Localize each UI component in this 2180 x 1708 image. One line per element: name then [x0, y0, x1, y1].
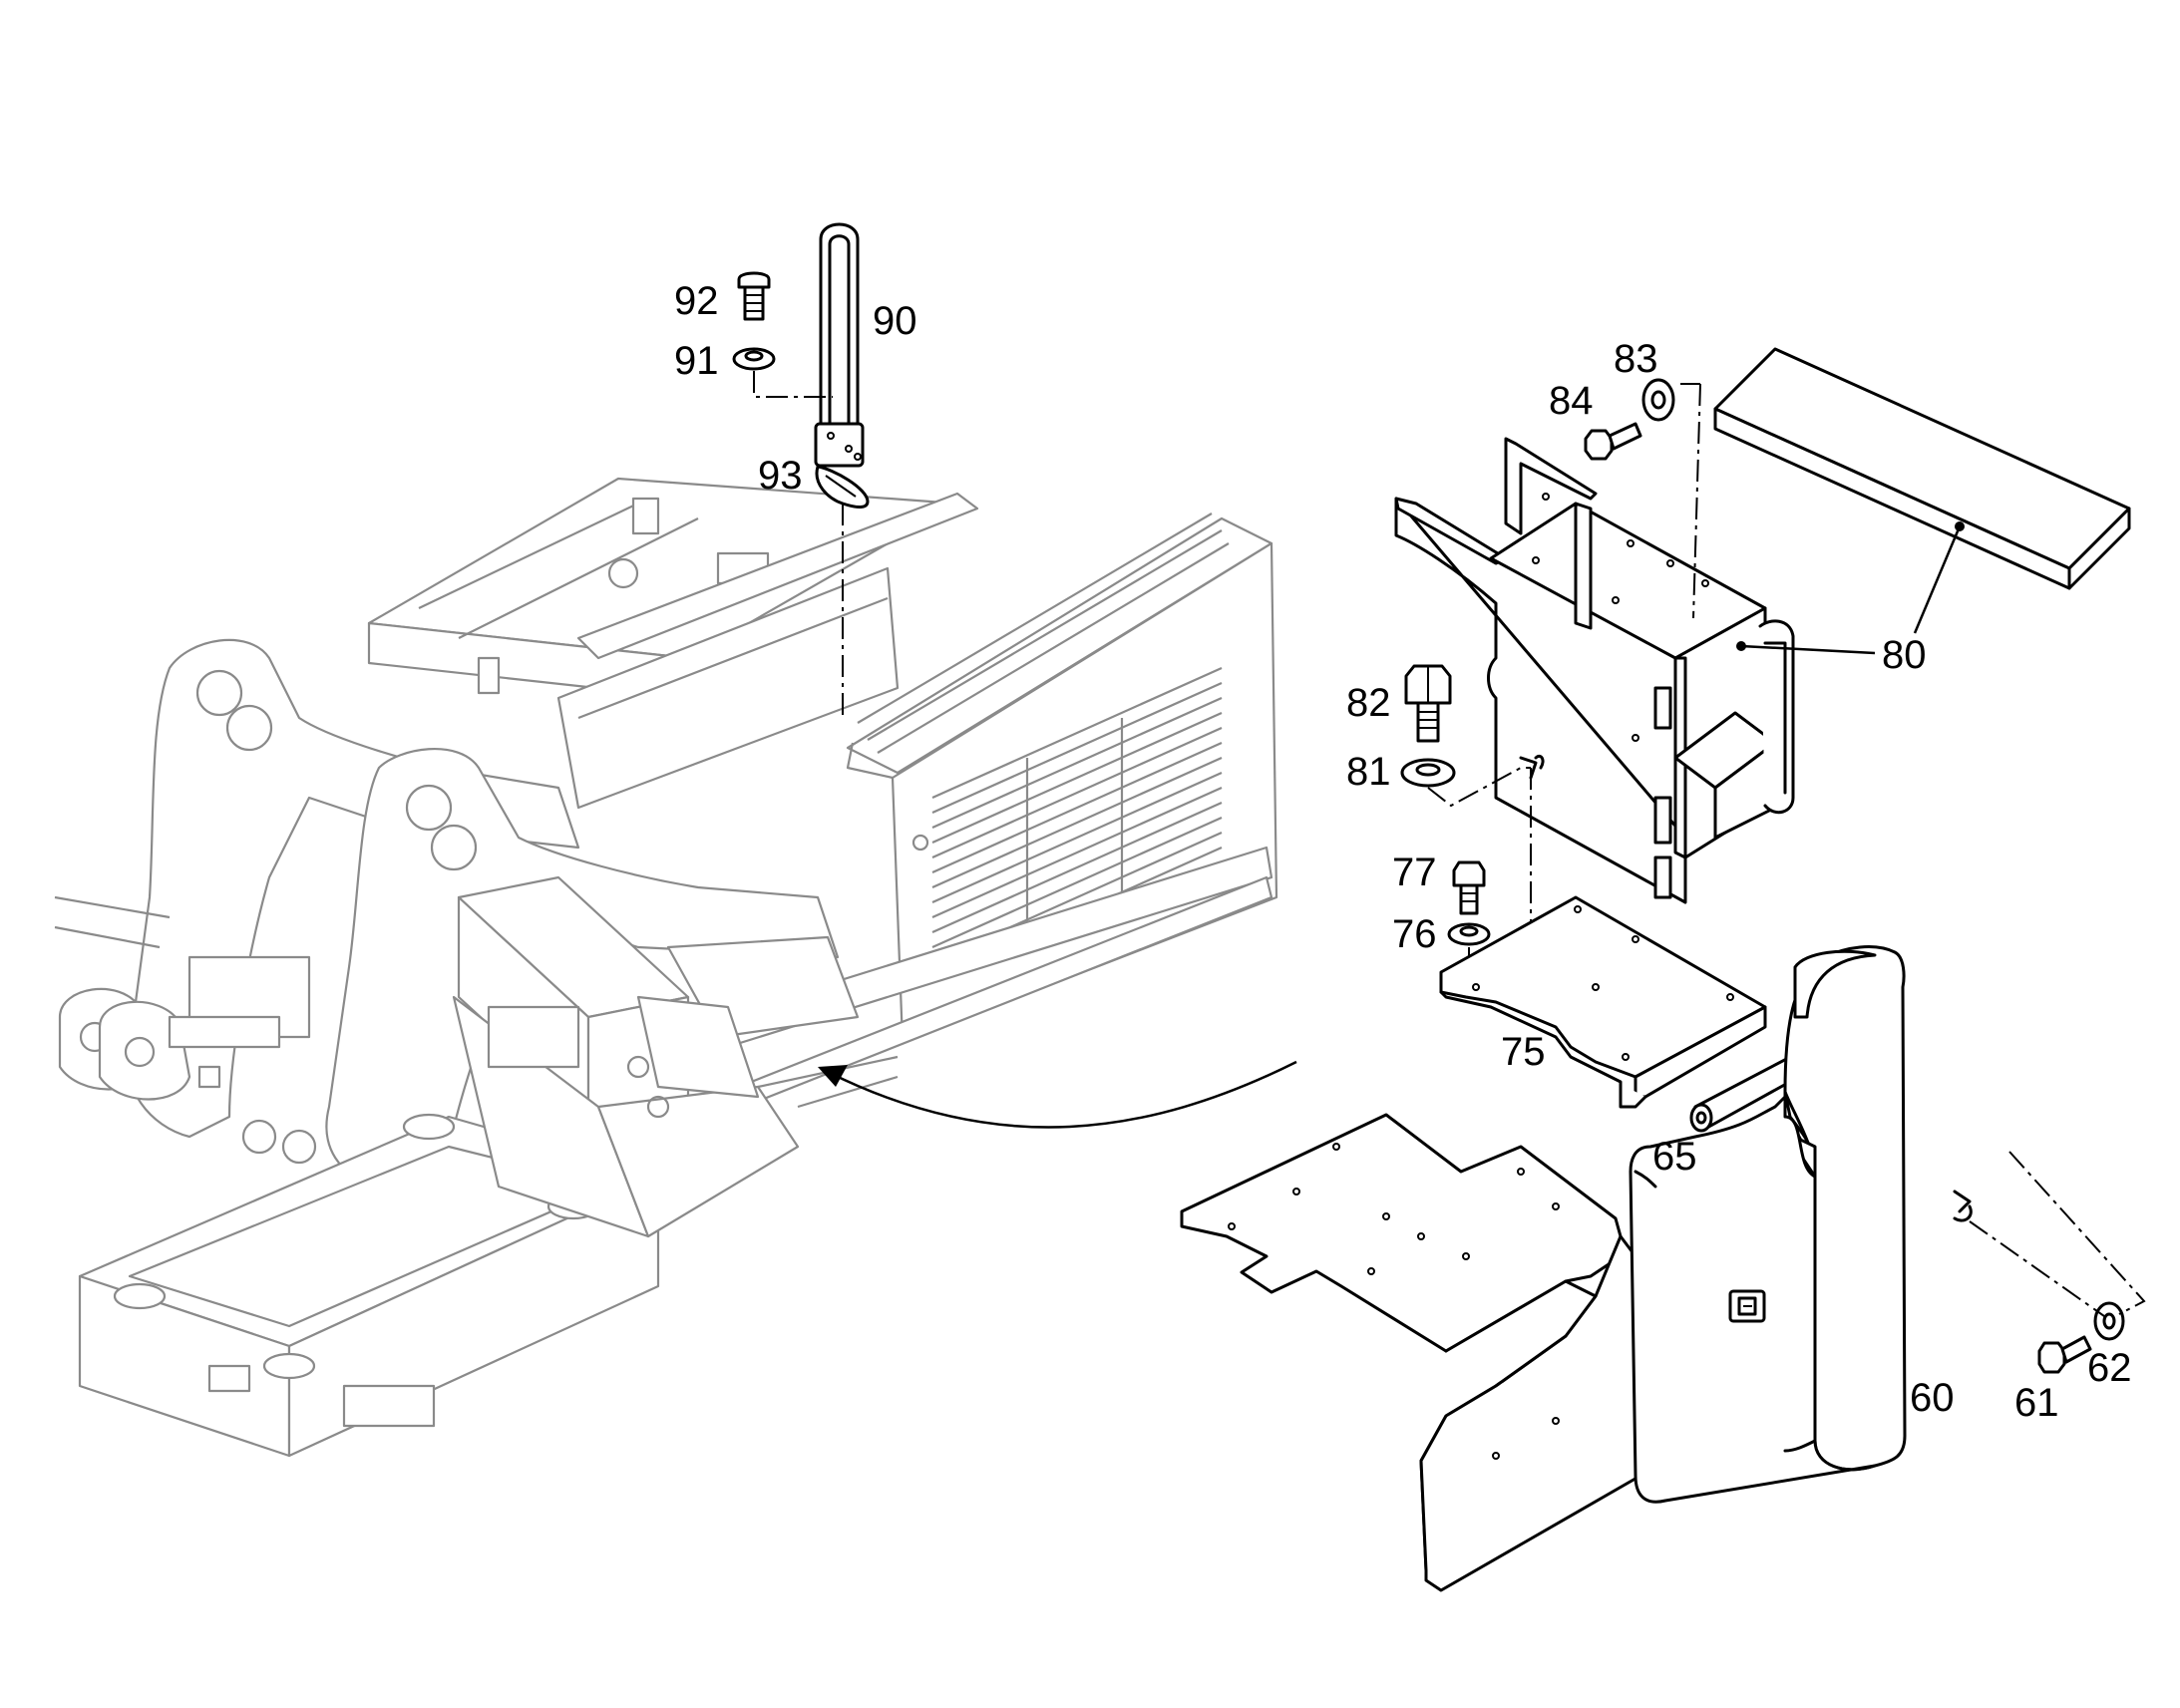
arrow-head	[818, 1065, 848, 1087]
callout-81: 81	[1346, 750, 1391, 794]
part-60-side-panel	[1629, 945, 1907, 1504]
callout-65: 65	[1652, 1135, 1697, 1179]
part-75-plate	[1439, 895, 1767, 1109]
callout-83: 83	[1614, 337, 1658, 381]
callout-80: 80	[1882, 633, 1927, 677]
part-91-washer	[732, 347, 776, 371]
leader-80a	[1913, 525, 1962, 634]
part-80-battery-box	[1394, 437, 1795, 904]
assembly-arrow	[827, 1060, 1297, 1129]
part-93-clip	[815, 465, 870, 509]
callout-60: 60	[1910, 1376, 1955, 1420]
part-92-bolt	[737, 271, 771, 321]
part-84-bolt	[1584, 422, 1642, 461]
part-62-washer	[2093, 1301, 2125, 1341]
callout-82: 82	[1346, 681, 1391, 725]
part-90-handrail	[814, 222, 865, 468]
part-81-washer	[1400, 758, 1456, 788]
callout-91: 91	[674, 339, 719, 383]
part-80-cover	[1713, 347, 2131, 590]
floor-cover-panel	[1180, 1113, 1642, 1592]
part-76-washer	[1447, 922, 1491, 946]
callout-90: 90	[873, 299, 917, 343]
part-77-bolt	[1452, 860, 1486, 915]
callout-75: 75	[1501, 1030, 1546, 1074]
part-82-bolt	[1404, 664, 1452, 743]
callout-92: 92	[674, 279, 719, 323]
callout-62: 62	[2087, 1346, 2132, 1390]
part-83-washer	[1641, 378, 1675, 422]
callout-61: 61	[2014, 1381, 2059, 1425]
callout-84: 84	[1549, 379, 1594, 423]
hood-mesh	[857, 512, 1230, 754]
part-61-bolt	[2037, 1335, 2092, 1374]
callout-76: 76	[1392, 912, 1437, 956]
callout-93: 93	[758, 454, 803, 498]
leader-80b	[1740, 644, 1876, 655]
machine-frame	[54, 477, 1278, 1458]
callout-77: 77	[1392, 851, 1437, 894]
